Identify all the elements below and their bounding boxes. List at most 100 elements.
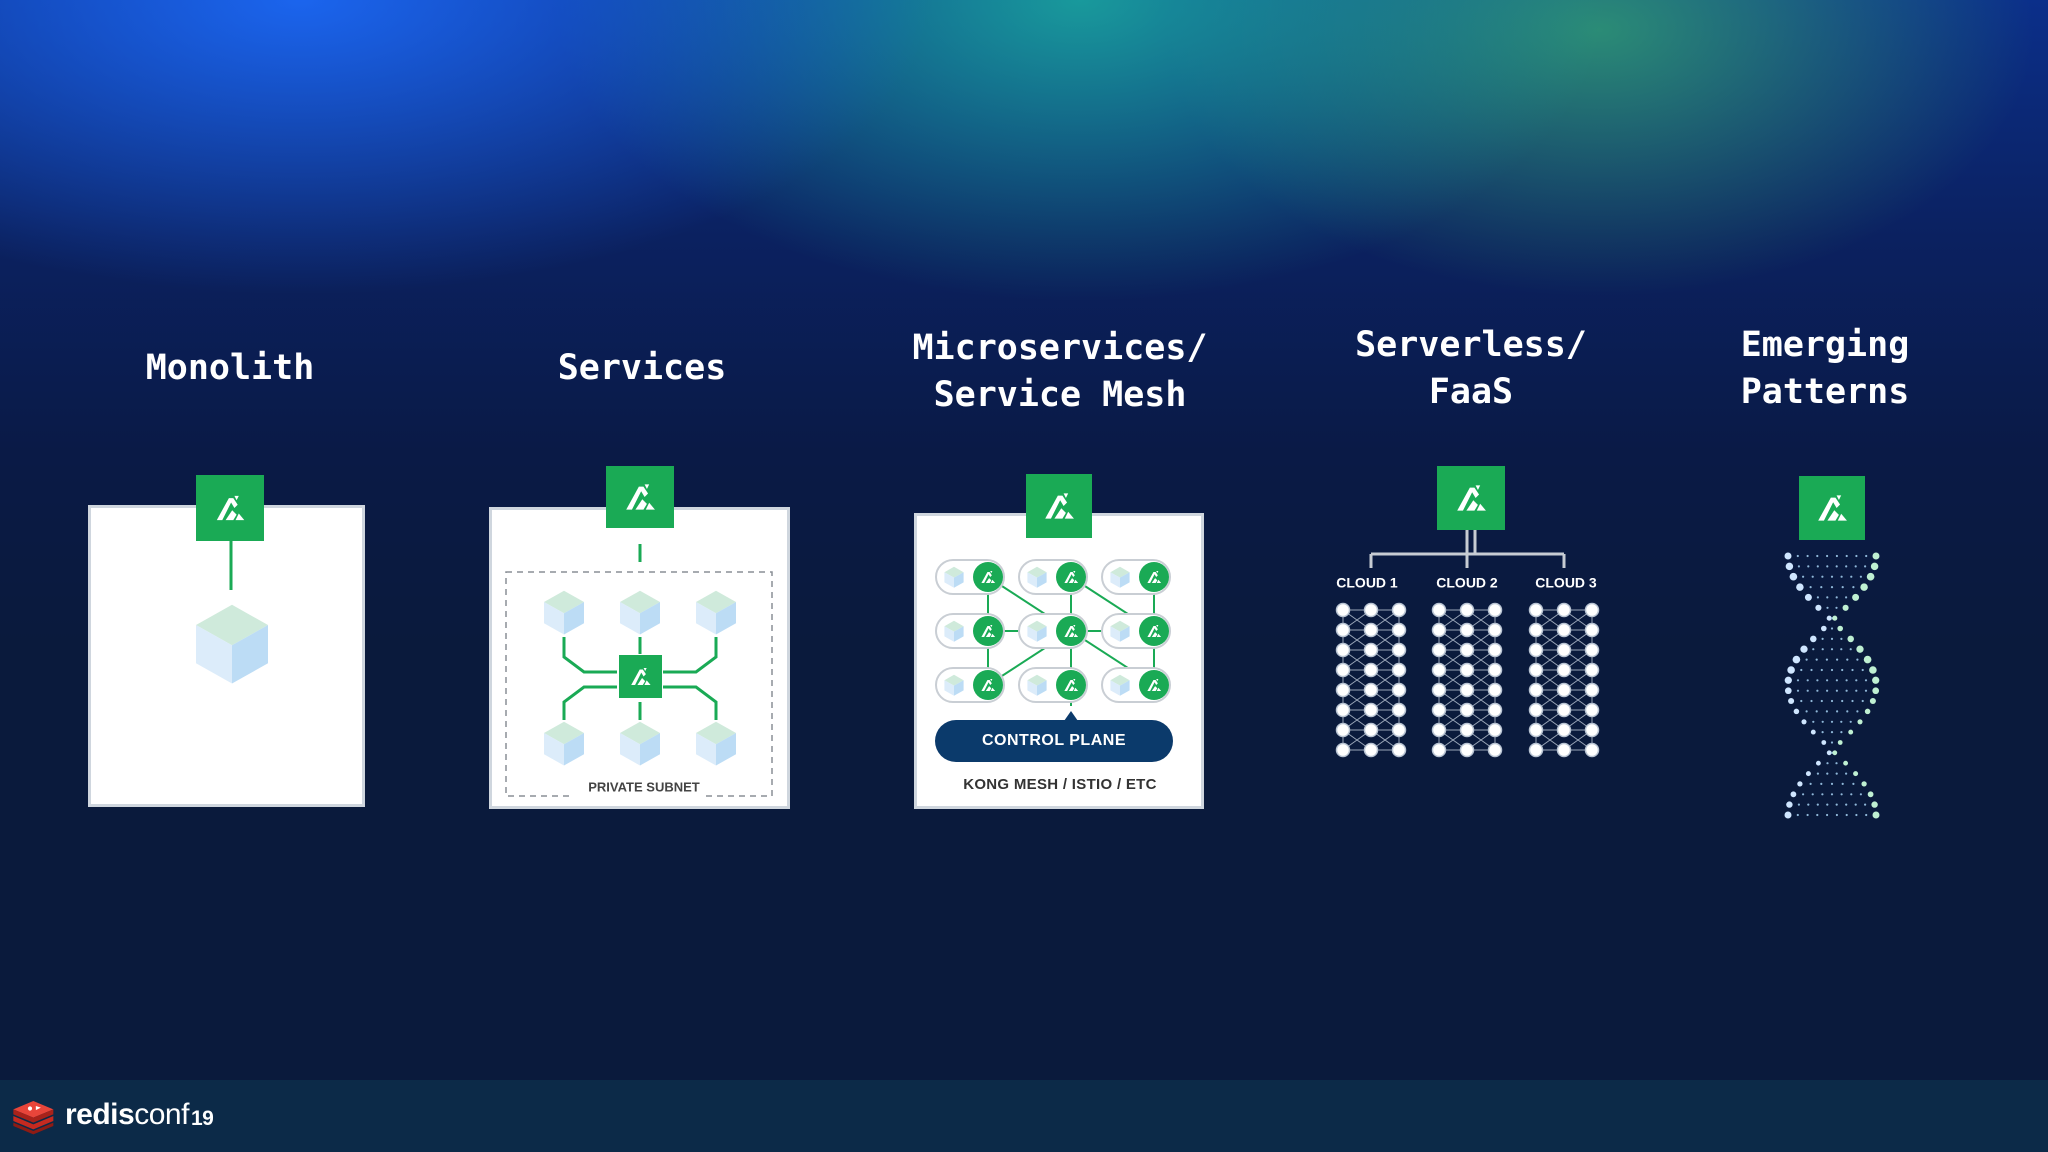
function-node <box>1584 742 1600 758</box>
function-node <box>1487 622 1503 638</box>
function-node <box>1459 622 1475 638</box>
helix-rung <box>1785 562 1879 571</box>
function-node <box>1431 662 1447 678</box>
service-mesh-diagram: CONTROL PLANE KONG MESH / ISTIO / ETC <box>935 474 1173 793</box>
heading-emerging: Emerging Patterns <box>1740 325 1910 412</box>
function-node <box>1391 722 1407 738</box>
helix-rung <box>1804 593 1860 601</box>
function-node <box>1391 602 1407 618</box>
gateway-icon <box>1026 474 1092 538</box>
function-node <box>1487 682 1503 698</box>
helix-rung <box>1784 811 1880 819</box>
function-node <box>1391 622 1407 638</box>
function-node <box>1528 742 1544 758</box>
gateway-icon <box>1437 466 1505 530</box>
function-node <box>1363 702 1379 718</box>
heading-serverless: Serverless/ FaaS <box>1355 325 1587 412</box>
helix-rung <box>1815 604 1849 611</box>
function-node <box>1363 622 1379 638</box>
helix-rung <box>1792 655 1872 664</box>
function-node <box>1431 602 1447 618</box>
mesh-grid <box>935 559 1171 703</box>
function-node <box>1556 702 1572 718</box>
function-node <box>1556 602 1572 618</box>
function-node <box>1431 702 1447 718</box>
helix-rung <box>1815 760 1849 766</box>
helix-rung <box>1790 791 1874 798</box>
heading-microservices: Microservices/ Service Mesh <box>912 328 1208 415</box>
monolith-diagram <box>196 475 268 684</box>
helix-rung <box>1796 583 1868 591</box>
helix-rung <box>1789 572 1875 581</box>
function-node <box>1391 642 1407 658</box>
function-node <box>1528 722 1544 738</box>
helix-rung <box>1810 635 1854 643</box>
function-node <box>1528 702 1544 718</box>
cloud-label-1: CLOUD 1 <box>1336 575 1398 591</box>
function-node <box>1363 602 1379 618</box>
function-node <box>1363 642 1379 658</box>
function-node <box>1584 662 1600 678</box>
function-node <box>1363 742 1379 758</box>
function-node <box>1431 742 1447 758</box>
helix-rung <box>1797 781 1867 787</box>
helix-rung <box>1821 740 1843 745</box>
function-node <box>1431 722 1447 738</box>
helix-rung <box>1784 687 1880 695</box>
function-node <box>1335 622 1351 638</box>
function-grid-2 <box>1431 602 1503 758</box>
function-node <box>1487 602 1503 618</box>
helix-rung <box>1826 750 1838 756</box>
function-node <box>1391 702 1407 718</box>
function-node <box>1584 642 1600 658</box>
heading-services: Services <box>557 348 727 388</box>
function-node <box>1528 682 1544 698</box>
function-node <box>1335 742 1351 758</box>
services-diagram: PRIVATE SUBNET <box>505 466 773 804</box>
function-node <box>1487 742 1503 758</box>
function-node <box>1556 642 1572 658</box>
function-node <box>1335 682 1351 698</box>
gateway-icon <box>606 466 674 528</box>
control-plane-pill <box>935 720 1173 762</box>
function-node <box>1584 682 1600 698</box>
helix-rung <box>1786 801 1878 808</box>
mesh-caption: KONG MESH / ISTIO / ETC <box>963 776 1157 793</box>
function-node <box>1391 682 1407 698</box>
private-subnet-box <box>505 571 773 797</box>
function-grid-3 <box>1528 602 1600 758</box>
subnet-label: PRIVATE SUBNET <box>588 779 700 794</box>
helix-rung <box>1800 645 1864 653</box>
function-node <box>1363 662 1379 678</box>
function-node <box>1556 662 1572 678</box>
function-node <box>1487 722 1503 738</box>
heading-monolith: Monolith <box>145 348 315 388</box>
function-node <box>1363 722 1379 738</box>
cloud-label-3: CLOUD 3 <box>1535 575 1597 591</box>
redisconf-wordmark: redisconf19 <box>65 1098 214 1131</box>
faas-diagram: CLOUD 1 CLOUD 2 CLOUD 3 <box>1335 466 1600 758</box>
function-node <box>1459 662 1475 678</box>
helix-rung <box>1810 729 1854 735</box>
function-node <box>1528 622 1544 638</box>
helix-rung <box>1793 708 1871 715</box>
function-node <box>1459 742 1475 758</box>
function-node <box>1363 682 1379 698</box>
redis-stack-logo-icon <box>13 1101 54 1135</box>
function-node <box>1431 642 1447 658</box>
control-plane-label: CONTROL PLANE <box>982 732 1126 749</box>
helix-rung <box>1787 666 1877 674</box>
function-node <box>1584 602 1600 618</box>
function-node <box>1528 642 1544 658</box>
function-node <box>1584 702 1600 718</box>
function-node <box>1459 642 1475 658</box>
helix-rung <box>1784 552 1880 560</box>
gateway-icon <box>1799 476 1865 540</box>
function-node <box>1556 682 1572 698</box>
emerging-diagram <box>1784 476 1880 819</box>
helix-rung <box>1788 697 1876 705</box>
function-node <box>1556 722 1572 738</box>
function-node <box>1431 682 1447 698</box>
function-node <box>1335 702 1351 718</box>
function-node <box>1487 642 1503 658</box>
